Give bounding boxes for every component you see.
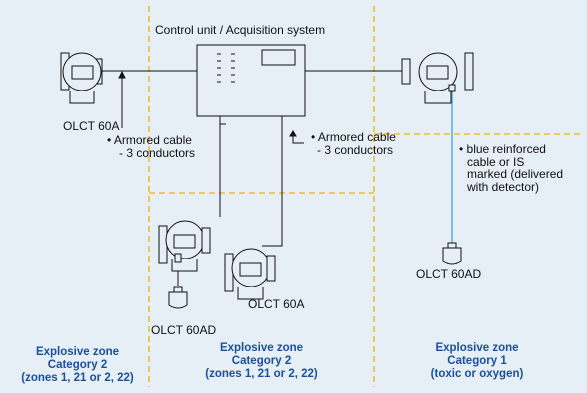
detector-center xyxy=(224,248,276,300)
zone-caption-right: Explosive zone Category 1 (toxic or oxyg… xyxy=(430,342,524,380)
detector-right-head xyxy=(401,52,474,104)
detector-center-left xyxy=(158,220,211,272)
cable-note-right: • blue reinforced cable or IS marked (de… xyxy=(459,142,564,194)
remote-sensor-right xyxy=(442,242,462,265)
control-unit xyxy=(196,44,306,117)
detector-label-right-ad: OLCT 60AD xyxy=(416,267,482,281)
cable-note-left: • Armored cable - 3 conductors xyxy=(107,133,196,160)
zone-boundaries xyxy=(148,6,580,387)
control-unit-label: Control unit / Acquisition system xyxy=(155,23,326,37)
detector-label-top-left: OLCT 60A xyxy=(63,119,120,133)
cable-pointers xyxy=(118,70,304,144)
detector-label-lower-left-ad: OLCT 60AD xyxy=(151,323,217,337)
zone-caption-left: Explosive zone Category 2 (zones 1, 21 o… xyxy=(21,346,134,384)
detector-label-center: OLCT 60A xyxy=(248,297,305,311)
cable-center-right xyxy=(262,116,283,247)
remote-sensor-lower-left xyxy=(168,286,188,309)
detector-top-left xyxy=(60,52,103,104)
zone-caption-center: Explosive zone Category 2 (zones 1, 21 o… xyxy=(205,342,318,380)
wiring-diagram xyxy=(60,6,580,387)
cable-note-center: • Armored cable - 3 conductors xyxy=(311,130,396,157)
diagram-panel: Control unit / Acquisition system OLCT 6… xyxy=(6,6,580,387)
